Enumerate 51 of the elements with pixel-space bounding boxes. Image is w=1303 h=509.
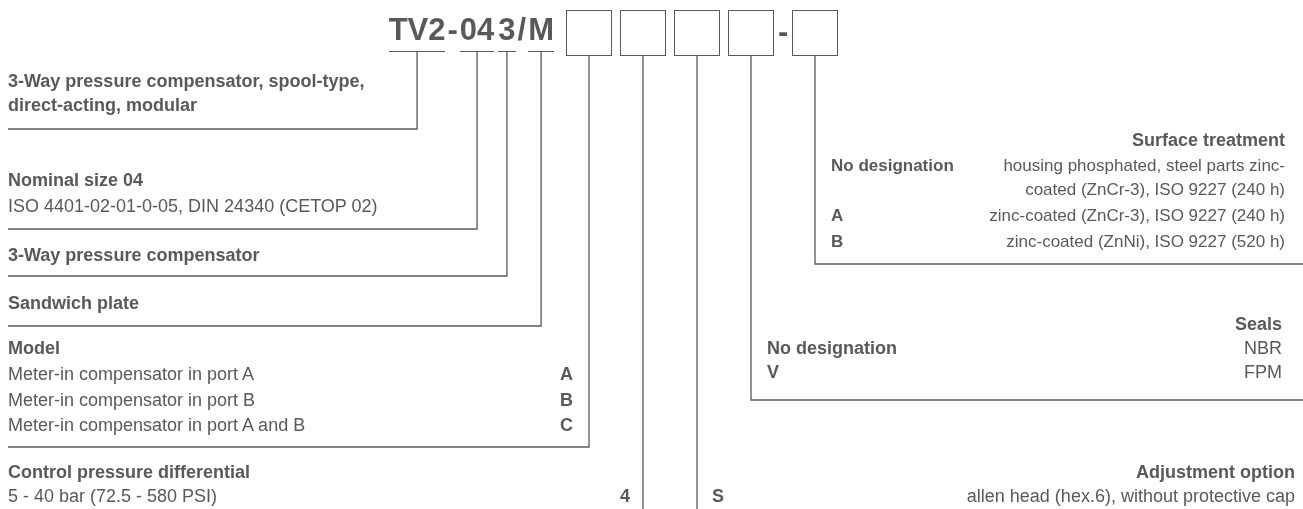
description-text: housing phosphated, steel parts zinc-coated (ZnCr-3), ISO 9227 (240 h) <box>1002 155 1285 201</box>
leader-line <box>642 55 644 509</box>
code-segment: 04 <box>459 12 495 52</box>
leader-line <box>7 51 418 130</box>
code-letter: B <box>560 389 573 412</box>
code-box <box>728 10 774 56</box>
code-letter: C <box>560 414 573 437</box>
code-separator: - <box>447 12 458 49</box>
description-text: Meter-in compensator in port A <box>8 363 255 386</box>
section-heading: Adjustment option <box>1136 461 1295 484</box>
section-heading: Model <box>8 337 60 360</box>
description-text: Meter-in compensator in port B <box>8 389 256 412</box>
section-heading: 3-Way pressure compensator <box>8 244 260 267</box>
section-heading: Surface treatment <box>1131 129 1285 152</box>
code-letter: No designation <box>767 337 897 360</box>
leader-line <box>7 51 508 277</box>
description-text: zinc-coated (ZnCr-3), ISO 9227 (240 h) <box>989 205 1285 227</box>
section-heading: Control pressure differential <box>8 461 251 484</box>
code-letter: S <box>712 485 724 508</box>
leader-line <box>696 55 698 509</box>
code-letter: B <box>831 231 844 253</box>
code-letter: A <box>560 363 573 386</box>
code-letter: A <box>831 205 844 227</box>
description-text: NBR <box>1244 337 1282 360</box>
leader-line <box>7 51 478 230</box>
code-letter: 4 <box>620 485 630 508</box>
leader-line <box>7 51 542 327</box>
code-box <box>566 10 612 56</box>
leader-line <box>814 55 1303 265</box>
code-separator: - <box>778 14 789 50</box>
description-text: ISO 4401-02-01-0-05, DIN 24340 (CETOP 02) <box>8 195 378 218</box>
code-segment: 3 <box>498 12 516 52</box>
code-box <box>620 10 666 56</box>
leader-line <box>750 55 1303 401</box>
description-text: 5 - 40 bar (72.5 - 580 PSI) <box>8 485 218 508</box>
leader-line <box>7 55 590 448</box>
section-heading: Sandwich plate <box>8 292 140 315</box>
section-heading: Seals <box>1234 313 1282 336</box>
section-heading: 3-Way pressure compensator, spool-type, direct-acting, modular <box>8 70 366 117</box>
code-letter: V <box>767 361 779 384</box>
code-segment: TV2 <box>388 12 446 52</box>
description-text: FPM <box>1244 361 1282 384</box>
description-text: allen head (hex.6), without protective cap <box>966 485 1295 508</box>
section-heading: Nominal size 04 <box>8 169 144 192</box>
code-box <box>674 10 720 56</box>
code-box <box>792 10 838 56</box>
description-text: zinc-coated (ZnNi), ISO 9227 (520 h) <box>1006 231 1285 253</box>
code-letter: No designation <box>831 155 954 177</box>
description-text: Meter-in compensator in port A and B <box>8 414 306 437</box>
code-segment: M <box>528 12 554 52</box>
code-separator: / <box>517 12 527 49</box>
